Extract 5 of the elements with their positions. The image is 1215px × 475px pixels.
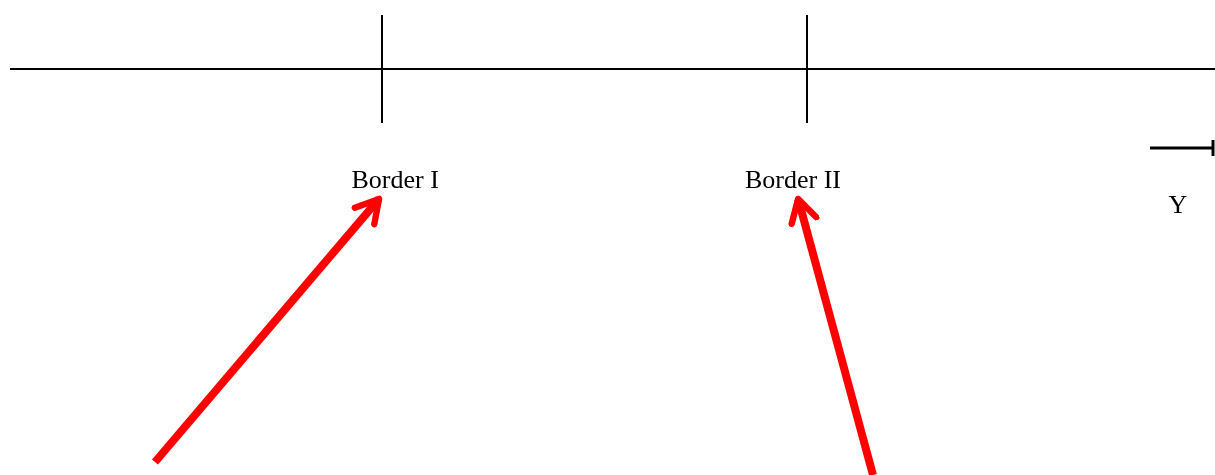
axis-label: Y bbox=[1168, 190, 1188, 220]
region-label: Border I bbox=[351, 165, 439, 195]
region-label: Border II bbox=[745, 165, 841, 195]
arrow bbox=[788, 195, 877, 475]
arrow bbox=[151, 195, 383, 465]
